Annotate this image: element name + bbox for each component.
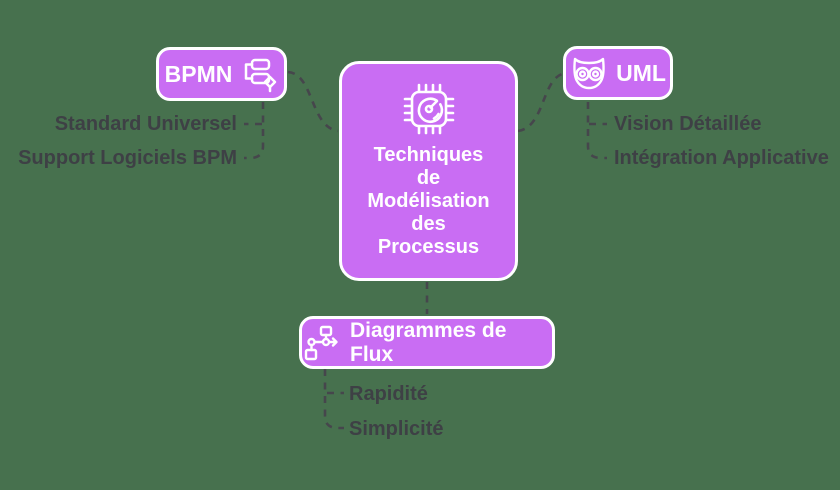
- flux-node-label: Diagrammes de Flux: [350, 318, 507, 366]
- chip-gauge-icon: [403, 83, 455, 135]
- leaf-vision-detaillee: Vision Détaillée: [614, 113, 762, 135]
- connector-uml-children-trunk: [586, 102, 607, 160]
- flow-diagram-arrow-icon: [302, 324, 340, 362]
- flowchart-gateway-icon: [241, 56, 278, 93]
- leaf-support-logiciels-bpm: Support Logiciels BPM: [18, 147, 237, 169]
- connector-bpmn-children-trunk: [244, 102, 265, 160]
- connector-center-to-uml: [517, 71, 567, 133]
- connector-bpmn-to-center: [287, 70, 339, 133]
- leaf-standard-universel: Standard Universel: [54, 113, 237, 135]
- uml-node-label: UML: [616, 59, 666, 86]
- flux-node: Diagrammes de Flux: [299, 316, 555, 369]
- leaf-rapidite: Rapidité: [349, 383, 428, 405]
- central-node-label: Techniques de Modélisation des Processus: [367, 144, 490, 258]
- central-node: Techniques de Modélisation des Processus: [339, 61, 518, 281]
- uml-node: UML: [563, 46, 673, 100]
- bpmn-node-label: BPMN: [164, 60, 233, 87]
- owl-glasses-icon: [570, 54, 608, 92]
- bpmn-node: BPMN: [156, 47, 287, 101]
- connector-flux-children-trunk: [323, 369, 344, 430]
- leaf-integration-applicative: Intégration Applicative: [614, 147, 829, 169]
- leaf-simplicite: Simplicité: [349, 418, 444, 440]
